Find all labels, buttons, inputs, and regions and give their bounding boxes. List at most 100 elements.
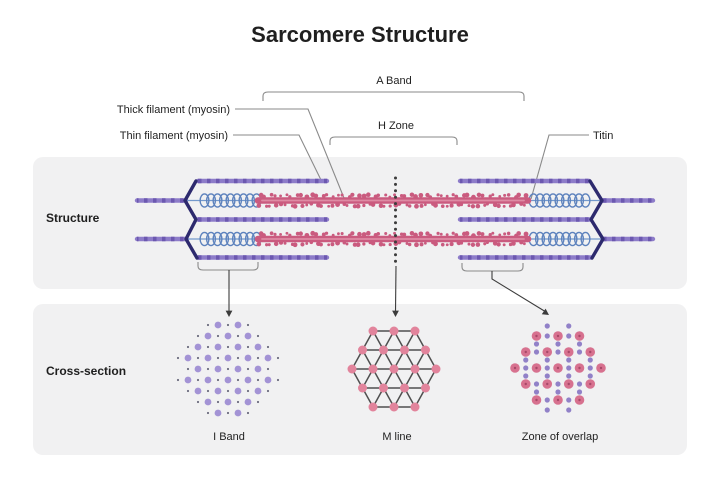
titin-coil <box>205 231 217 247</box>
zone-thin-filament-dot <box>523 373 529 379</box>
thick-filament-bump <box>405 242 409 245</box>
thick-filament-bump <box>295 231 300 236</box>
thick-filament-bump <box>269 231 274 236</box>
thick-filament-bump <box>267 243 271 247</box>
zone-thick-filament-core <box>513 366 517 370</box>
titin-coil <box>199 193 210 208</box>
i-band-thin-filament-dot <box>224 332 232 340</box>
m-line-dotted <box>394 259 397 263</box>
m-line-thick-filament-dot <box>347 364 357 374</box>
i-band-thin-filament-dot <box>254 387 262 395</box>
page-title: Sarcomere Structure <box>251 22 469 47</box>
thick-filament-bump <box>402 232 407 237</box>
thick-filament-bump <box>350 192 355 197</box>
i-band-thin-filament-dot <box>234 365 242 373</box>
i-band-thin-filament-dot <box>204 354 212 362</box>
zone-thick-filament-core <box>578 398 581 402</box>
i-band-speck <box>226 345 230 349</box>
i-band-thin-filament-dot <box>254 365 262 373</box>
thick-filament-bump <box>419 203 424 208</box>
zone-thick-filament-core <box>556 334 560 338</box>
i-band-speck <box>256 400 260 404</box>
thick-filament-bump <box>467 242 471 246</box>
zone-thin-filament-dot <box>566 373 572 379</box>
thick-filament-bump <box>402 194 407 199</box>
zone-thin-filament-dot <box>544 397 550 403</box>
i-band-thin-filament-dot <box>234 409 242 417</box>
i-band-thin-filament-dot <box>244 354 252 362</box>
zone-thin-filament-dot <box>566 333 572 339</box>
thick-filament-bump <box>366 192 371 198</box>
thick-filament-bump <box>491 193 495 197</box>
thick-filament-bump <box>445 233 449 237</box>
thick-filament-bump <box>361 232 367 237</box>
zone-thick-filament-core <box>546 382 549 386</box>
h-zone-bracket <box>329 136 458 145</box>
thick-filament-bump <box>388 242 392 247</box>
i-band-speck <box>266 345 270 349</box>
i-band-thin-filament-dot <box>214 365 222 373</box>
i-band-thin-filament-dot <box>234 343 242 351</box>
i-band-speck <box>186 389 190 393</box>
zone-thick-filament-core <box>556 366 560 370</box>
i-band-speck <box>206 323 210 327</box>
zone-thin-filament-dot <box>587 365 593 371</box>
zone-thin-filament-dot <box>555 341 561 347</box>
i-band-thin-filament-dot <box>194 365 202 373</box>
i-band-speck <box>226 323 230 327</box>
thick-filament-bump <box>436 193 440 197</box>
titin-coil <box>238 231 249 247</box>
thick-filament-bump <box>451 231 455 235</box>
m-line-thick-filament-dot <box>421 383 430 393</box>
i-band-thin-filament-dot <box>234 387 242 395</box>
annotations: A Band H Zone Thick filament (myosin) Th… <box>117 75 613 200</box>
thick-filament-bump <box>352 204 357 209</box>
thick-filament-bump <box>313 193 319 199</box>
thick-filament-bump <box>350 231 355 236</box>
thick-filament-bump <box>502 204 506 208</box>
titin-coil <box>225 231 236 247</box>
thick-filament-bump <box>522 203 526 207</box>
m-line-dotted <box>394 246 397 250</box>
titin-coil <box>218 231 230 247</box>
i-band-speck <box>196 334 200 338</box>
thick-filament-bump <box>330 203 335 208</box>
cross-section-row-label: Cross-section <box>46 364 126 378</box>
thick-filament-bump <box>300 242 305 247</box>
titin-coil <box>244 193 256 208</box>
zone-of-overlap-arrow-line <box>491 271 547 313</box>
zone-thin-filament-dot <box>533 389 540 395</box>
thick-filament-bump <box>279 232 282 236</box>
thick-filament-bump <box>496 242 501 247</box>
zone-thick-filament-core <box>535 366 538 370</box>
thick-filament-bump <box>384 232 388 236</box>
zone-thin-filament-dot <box>533 349 540 355</box>
titin-coil <box>244 231 256 247</box>
i-band-speck <box>206 411 210 415</box>
m-line-thick-filament-dot <box>410 402 420 412</box>
i-band-speck <box>206 389 210 393</box>
titin-coil <box>534 193 546 208</box>
thick-filament-bump <box>285 231 289 235</box>
zone-thin-filament-dot <box>576 341 583 347</box>
thick-filament-bump <box>476 192 482 198</box>
i-band-speck <box>206 367 210 371</box>
arrowhead <box>225 310 233 317</box>
titin-coil <box>541 231 552 247</box>
titin-coil <box>534 231 546 247</box>
m-line-label: M line <box>382 431 411 443</box>
thick-filament-bump <box>409 192 415 197</box>
i-band-speck <box>236 378 240 382</box>
thick-filament-bump <box>324 231 329 235</box>
titin-coil <box>560 193 572 208</box>
thick-filament-bump <box>324 193 329 197</box>
titin-coil <box>231 193 243 208</box>
m-line-thick-filament-dot <box>379 383 388 393</box>
thin-filament-pointer-line <box>233 134 322 181</box>
thick-filament-bump <box>449 242 454 247</box>
zone-thin-filament-dot <box>544 357 550 363</box>
thick-filament-bump <box>523 193 529 198</box>
titin-coil <box>567 193 578 208</box>
thick-filament-bump <box>355 203 361 209</box>
i-band-speck <box>186 345 190 349</box>
